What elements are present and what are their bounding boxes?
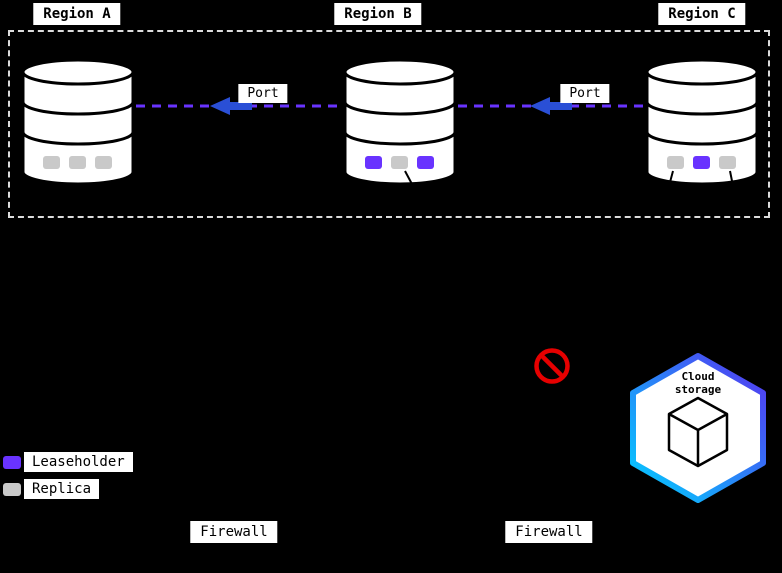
arrow-left-icon (530, 97, 572, 115)
region-a-label: Region A (33, 3, 121, 25)
replica-square (69, 156, 86, 169)
replica-square (719, 156, 736, 169)
database-region-c (645, 58, 759, 187)
legend-leaseholder-label: Leaseholder (24, 452, 133, 472)
arrow-left-icon (210, 97, 252, 115)
firewall-label-1: Firewall (190, 521, 278, 543)
replica-square (95, 156, 112, 169)
replica-square (43, 156, 60, 169)
region-b-label: Region B (334, 3, 422, 25)
region-c-label: Region C (658, 3, 746, 25)
connection-b-c (458, 97, 644, 115)
legend-leaseholder-swatch (3, 456, 21, 469)
cloud-storage-hexagon: Cloud storage (630, 353, 766, 503)
cloud-storage-label-line2: storage (675, 383, 722, 396)
legend-replica-label: Replica (24, 479, 100, 499)
replica-square (667, 156, 684, 169)
replica-square (391, 156, 408, 169)
port-label-a-b: Port (238, 84, 288, 103)
leaseholder-square (693, 156, 710, 169)
legend-replica-swatch (3, 483, 21, 496)
firewall-label-2: Firewall (505, 521, 593, 543)
leader-line (668, 170, 674, 187)
database-region-a (21, 58, 135, 186)
cloud-storage-label-line1: Cloud (681, 370, 714, 383)
leaseholder-square (417, 156, 434, 169)
database-region-b (343, 58, 457, 187)
cube-icon (667, 396, 729, 468)
cluster-boundary (8, 30, 770, 218)
prohibition-icon (534, 348, 570, 384)
port-label-b-c: Port (560, 84, 610, 103)
leader-line (404, 170, 414, 187)
leader-line (729, 170, 734, 187)
leaseholder-square (365, 156, 382, 169)
connection-a-b (136, 97, 342, 115)
